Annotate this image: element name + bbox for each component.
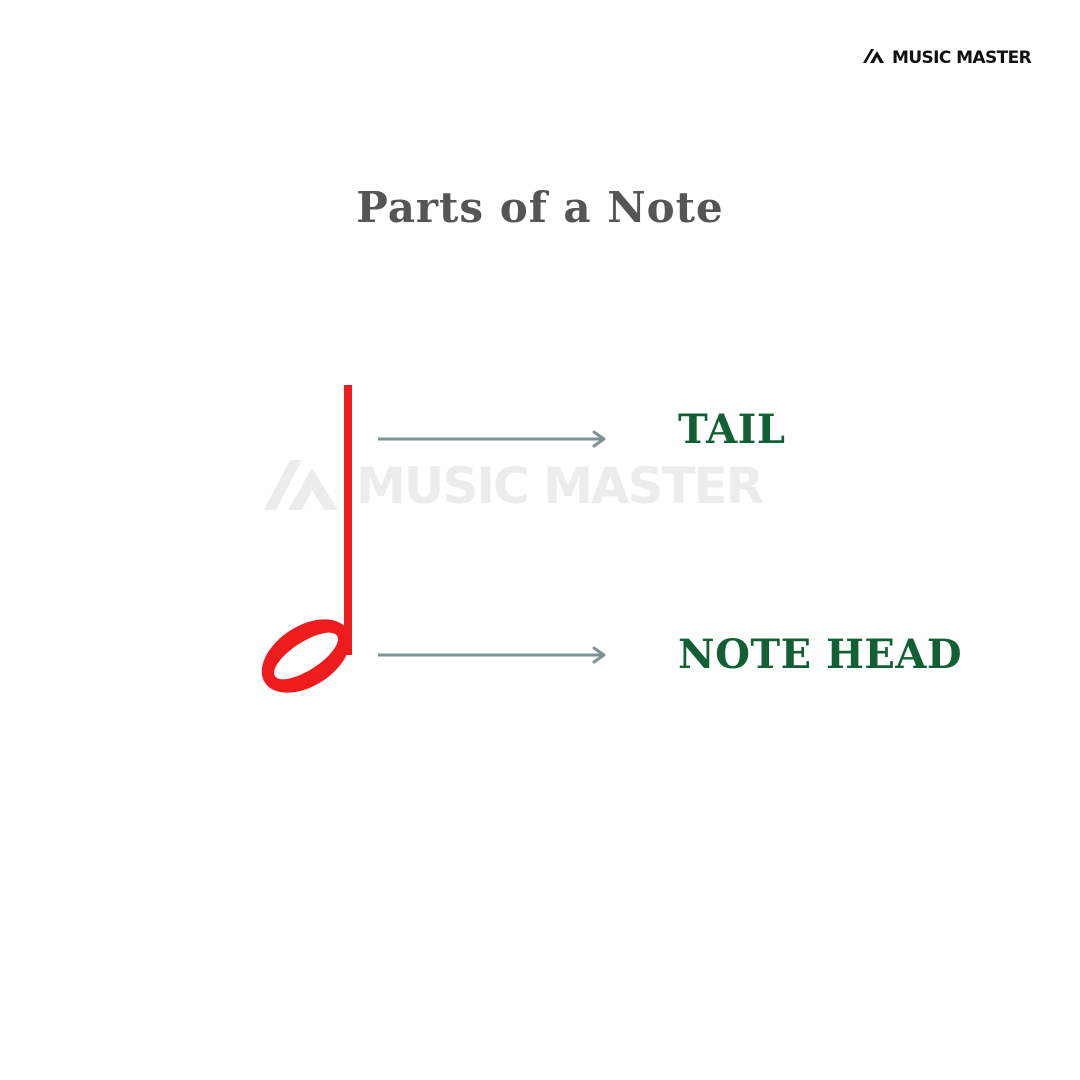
note-head-label: NOTE HEAD [678,631,963,678]
note-head-hollow [274,632,338,680]
half-note-icon [261,385,352,693]
brand-name: MUSIC MASTER [892,48,1032,68]
page-title: Parts of a Note [356,183,724,232]
note-stem [344,385,352,655]
tail-label: TAIL [678,406,786,453]
tail-arrow [378,430,606,448]
music-master-logo-icon [862,47,888,69]
watermark: MUSIC MASTER [262,455,792,517]
watermark-text: MUSIC MASTER [356,457,764,515]
brand-logo: MUSIC MASTER [862,44,1032,72]
watermark-logo-icon [262,456,348,516]
note-head-arrow [378,646,606,664]
